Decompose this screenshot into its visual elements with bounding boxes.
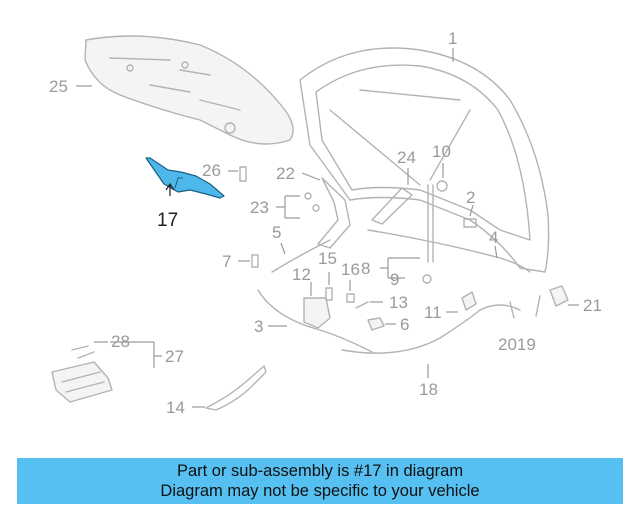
label-5: 5 xyxy=(272,223,281,242)
hood-insulator-part xyxy=(84,35,294,145)
label-17: 17 xyxy=(157,210,178,231)
label-10: 10 xyxy=(432,142,451,161)
clip-part xyxy=(436,180,448,192)
latch-part xyxy=(303,297,331,329)
label-2019: 2019 xyxy=(498,335,536,354)
label-22: 22 xyxy=(276,164,295,183)
latch-assembly-part xyxy=(51,345,113,403)
bolt-part-26 xyxy=(239,166,247,182)
label-2: 2 xyxy=(466,188,475,207)
parts-diagram: 25 1 24 10 2 4 22 26 23 5 7 8 9 xyxy=(49,29,602,417)
label-23: 23 xyxy=(250,198,269,217)
label-25: 25 xyxy=(49,77,68,96)
bumper-part xyxy=(463,218,477,228)
label-3: 3 xyxy=(254,317,263,336)
cable-part-3 xyxy=(257,289,373,353)
banner-line-2: Diagram may not be specific to your vehi… xyxy=(160,482,480,500)
label-15: 15 xyxy=(318,249,337,268)
cable-part-5 xyxy=(271,239,331,273)
label-27: 27 xyxy=(165,347,184,366)
banner-line-1: Part or sub-assembly is #17 in diagram xyxy=(176,462,464,480)
release-handle-part xyxy=(205,365,267,411)
label-12: 12 xyxy=(292,265,311,284)
label-1: 1 xyxy=(448,29,457,48)
label-24: 24 xyxy=(397,148,416,167)
label-4: 4 xyxy=(489,228,498,247)
seal-part xyxy=(367,229,531,273)
hood-panel-part xyxy=(299,47,550,273)
hinge-part xyxy=(317,177,351,249)
highlighted-part-17 xyxy=(145,157,225,199)
label-16: 16 xyxy=(341,260,360,279)
label-26: 26 xyxy=(202,161,221,180)
hood-prop-part xyxy=(371,187,413,225)
label-18: 18 xyxy=(419,380,438,399)
label-8: 8 xyxy=(361,259,370,278)
cable-part-18 xyxy=(341,304,521,354)
label-13: 13 xyxy=(389,293,408,312)
label-14: 14 xyxy=(166,398,185,417)
info-banner: Part or sub-assembly is #17 in diagram D… xyxy=(17,458,623,504)
label-7: 7 xyxy=(222,252,231,271)
label-28: 28 xyxy=(111,332,130,351)
label-6: 6 xyxy=(400,315,409,334)
label-11: 11 xyxy=(424,303,442,322)
label-21: 21 xyxy=(583,296,602,315)
label-9: 9 xyxy=(390,270,399,289)
